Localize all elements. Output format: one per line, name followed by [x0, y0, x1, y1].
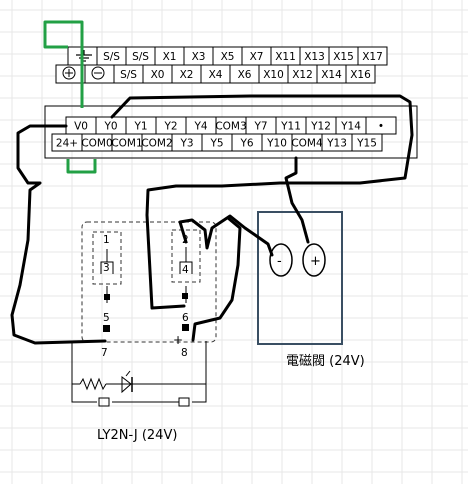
input-terminal-label: X10 — [263, 69, 284, 81]
relay-pin-number: 8 — [181, 347, 188, 359]
output-terminal-label: COM2 — [141, 138, 172, 150]
relay-pin-dot — [104, 294, 110, 300]
output-terminal-label: COM3 — [215, 121, 246, 133]
output-terminal-label: Y4 — [193, 121, 207, 133]
output-terminal-label: Y15 — [356, 138, 377, 150]
output-terminal-label: Y0 — [103, 121, 117, 133]
green-jumper-wire — [43, 20, 97, 174]
output-terminal-label: Y1 — [133, 121, 147, 133]
input-terminal-label: X17 — [362, 51, 383, 63]
input-terminal-label: X13 — [304, 51, 325, 63]
relay-coil-plus: + — [173, 333, 183, 347]
relay-pin-number: 6 — [182, 312, 189, 324]
relay-pin-number: 3 — [103, 262, 110, 274]
relay-pin-dot — [182, 293, 188, 299]
wire-v0-loop — [10, 124, 107, 345]
valve-plus-mark: + — [310, 254, 321, 269]
output-terminal-label: Y2 — [163, 121, 177, 133]
output-terminal-label: Y7 — [253, 121, 267, 133]
input-terminal-label: X11 — [275, 51, 296, 63]
solenoid-valve: - + — [257, 211, 343, 345]
output-terminal-label: Y11 — [280, 121, 301, 133]
capacitor-icon — [98, 397, 110, 407]
input-terminal-label: X5 — [221, 51, 235, 63]
relay-pin-number: 5 — [103, 312, 110, 324]
wire-y0-to-relay — [110, 94, 414, 310]
relay-pin-dot — [103, 325, 110, 332]
relay-model-label: LY2N-J (24V) — [97, 428, 177, 443]
input-terminal-label: X15 — [333, 51, 354, 63]
wire-com4-to-valve — [284, 156, 310, 244]
input-terminal-label: X4 — [209, 69, 223, 81]
input-terminal-label: X2 — [180, 69, 194, 81]
input-terminal-label: S/S — [103, 51, 120, 63]
output-terminal-label: Y3 — [179, 138, 193, 150]
input-terminal-label: X0 — [151, 69, 165, 81]
diode-icon — [121, 370, 133, 394]
output-terminal-label: Y12 — [310, 121, 331, 133]
relay-pin-number: 1 — [103, 234, 110, 246]
minus-circle-icon — [91, 66, 105, 80]
valve-label: 電磁閥 (24V) — [286, 354, 365, 369]
output-terminal-label: • — [378, 121, 384, 133]
valve-plus-terminal — [302, 243, 326, 277]
output-terminal-label: Y5 — [209, 138, 223, 150]
relay-outline — [81, 221, 217, 343]
input-terminal-label: X3 — [192, 51, 206, 63]
output-terminal-label: COM4 — [291, 138, 323, 150]
input-terminal-label: X16 — [350, 69, 371, 81]
output-terminal-label: Y14 — [340, 121, 361, 133]
valve-minus-mark: - — [277, 254, 282, 269]
valve-minus-terminal — [269, 243, 293, 277]
wire-24v-to-relay — [191, 216, 242, 342]
output-terminal-label: Y10 — [266, 138, 287, 150]
relay-pin-dot — [182, 324, 189, 331]
relay-pin-number: 7 — [101, 347, 108, 359]
output-terminal-label: V0 — [74, 121, 88, 133]
resistor-icon — [79, 377, 107, 391]
output-terminal-label: 24+ — [56, 138, 78, 150]
input-terminal-label: X12 — [292, 69, 313, 81]
terminal-cell — [351, 133, 383, 152]
plus-circle-icon — [62, 66, 76, 80]
output-terminal-label: Y13 — [326, 138, 347, 150]
input-terminal-label: X14 — [321, 69, 342, 81]
terminal-cell — [345, 64, 376, 84]
output-terminal-label: COM0 — [81, 138, 112, 150]
input-terminal-label: X6 — [238, 69, 252, 81]
wiring — [10, 94, 414, 345]
relay-pin-number: 4 — [182, 264, 189, 276]
input-terminal-label: S/S — [120, 69, 137, 81]
input-terminal-label: X7 — [250, 51, 264, 63]
wire-relay-to-valve — [178, 214, 274, 257]
suppression-network — [71, 341, 207, 407]
input-terminal-label: S/S — [132, 51, 149, 63]
input-terminal-label: X1 — [163, 51, 177, 63]
capacitor-icon — [178, 397, 190, 407]
output-terminal-label: Y6 — [239, 138, 253, 150]
output-terminal-label: COM1 — [111, 138, 142, 150]
